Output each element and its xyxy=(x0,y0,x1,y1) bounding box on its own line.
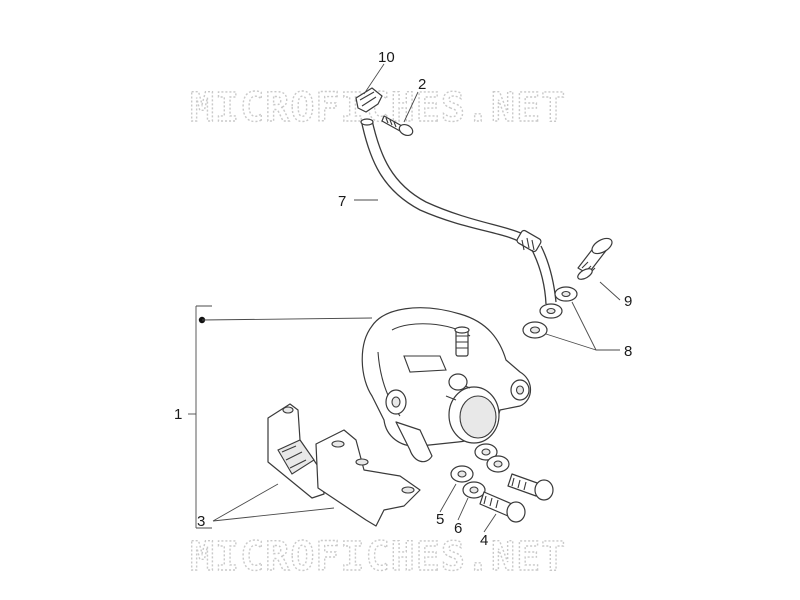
part-9-banjo-bolt xyxy=(577,237,613,280)
part-10-hose-clip xyxy=(355,87,383,113)
callout-6: 6 xyxy=(454,520,462,537)
callout-10: 10 xyxy=(378,49,395,66)
callout-3: 3 xyxy=(197,513,205,530)
callout-5: 5 xyxy=(436,511,444,528)
watermark-bottom: MICROFICHES.NET xyxy=(190,534,566,580)
callout-2: 2 xyxy=(418,76,426,93)
part-7-brake-hose xyxy=(360,118,563,319)
part-5-6-washers xyxy=(450,443,510,499)
part-2-screw xyxy=(381,115,414,137)
callout-1: 1 xyxy=(174,406,182,423)
callout-7: 7 xyxy=(338,193,346,210)
part-4-bolts xyxy=(479,473,554,523)
caliper-body xyxy=(361,307,532,463)
callout-9: 9 xyxy=(624,293,632,310)
callout-labels: 1 2 3 4 5 6 7 8 9 10 xyxy=(174,49,632,549)
leader-lines xyxy=(188,63,621,533)
part-3-brake-pads xyxy=(267,403,421,527)
callout-4: 4 xyxy=(480,532,488,549)
part-8-washers xyxy=(522,286,578,339)
watermark-top: MICROFICHES.NET xyxy=(190,85,566,131)
callout-8: 8 xyxy=(624,343,632,360)
